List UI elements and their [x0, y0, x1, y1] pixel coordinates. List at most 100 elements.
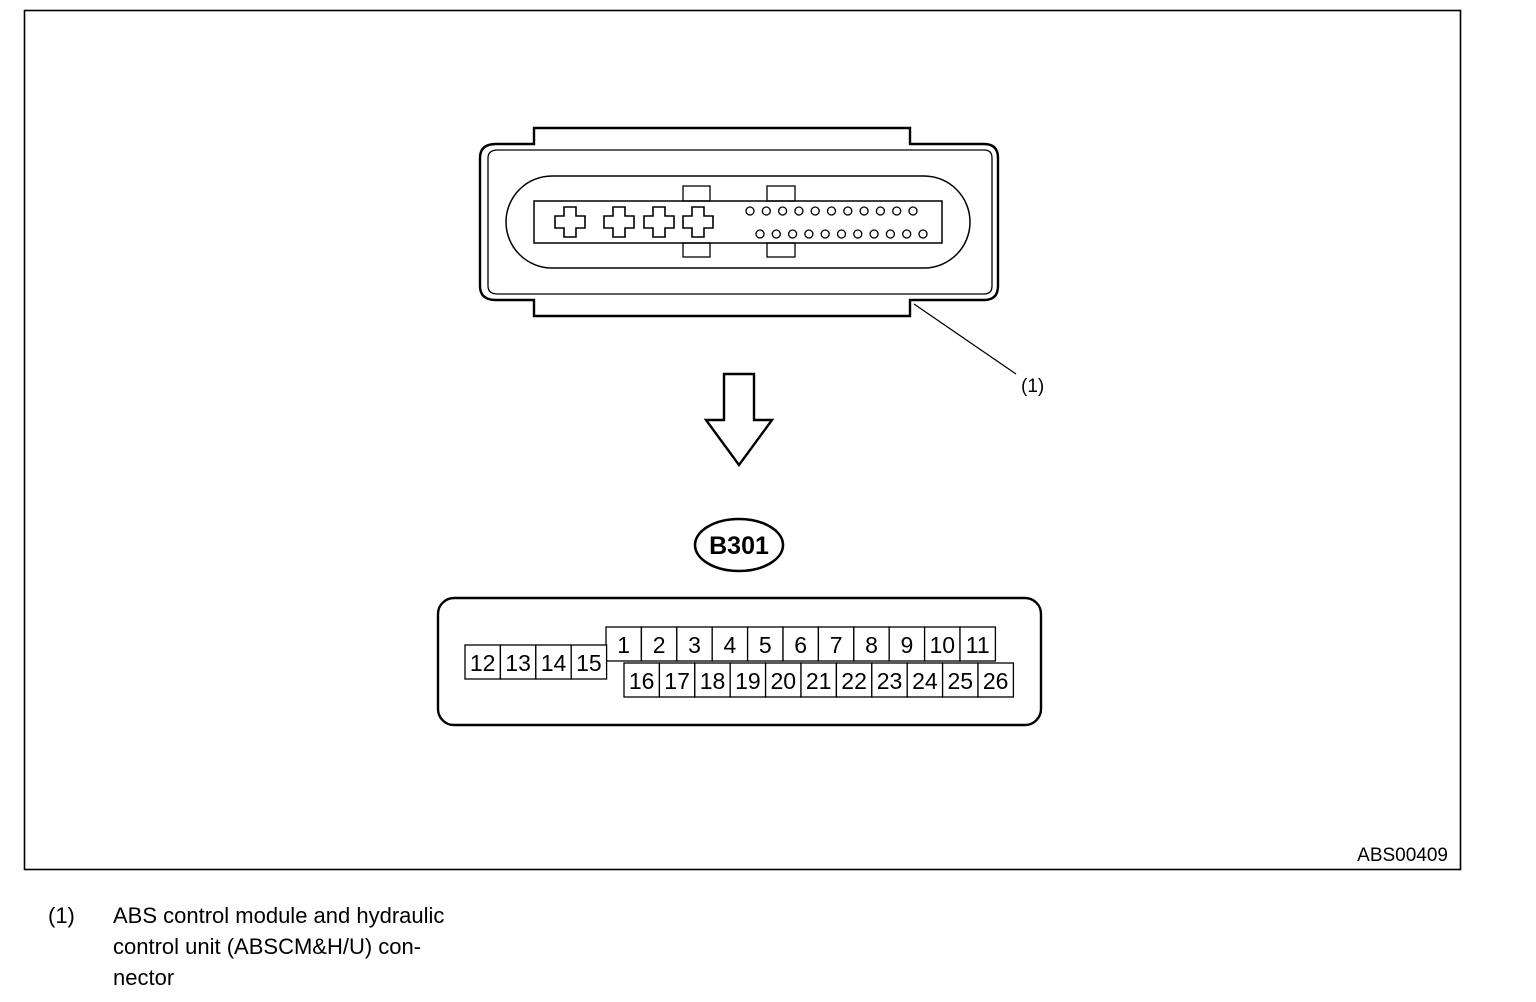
- caption-line: control unit (ABSCM&H/U) con-: [113, 934, 422, 959]
- pin-hole: [755, 229, 765, 239]
- terminal-cell-25: 25: [941, 662, 979, 698]
- terminal-cell-box: [835, 662, 873, 698]
- terminal-cell-7: 7: [817, 626, 855, 662]
- terminal-cell-19: 19: [729, 662, 767, 698]
- terminal-number: 11: [966, 632, 990, 658]
- pin-hole: [892, 206, 902, 216]
- terminal-number: 14: [541, 650, 567, 676]
- terminal-cell-box: [658, 662, 696, 698]
- small-pin-holes: [745, 206, 928, 239]
- pin-hole: [853, 229, 863, 239]
- terminal-cell-box: [676, 626, 713, 662]
- figure-frame: [23, 9, 1462, 871]
- terminal-number: 15: [576, 650, 602, 676]
- locking-tab: [766, 242, 796, 258]
- terminal-cell-box: [570, 644, 608, 680]
- locking-tab: [682, 185, 711, 202]
- terminal-cell-18: 18: [694, 662, 731, 698]
- connector-face-oval: [505, 175, 971, 269]
- terminal-cell-box: [535, 644, 572, 680]
- pin-hole: [777, 206, 788, 216]
- terminal-number: 7: [830, 632, 843, 658]
- terminal-cell-15: 15: [570, 644, 608, 680]
- terminal-number: 21: [806, 668, 832, 694]
- terminal-cell-box: [499, 644, 537, 680]
- terminal-number: 10: [930, 632, 956, 658]
- terminal-cell-8: 8: [853, 626, 890, 662]
- terminal-number: 19: [735, 668, 761, 694]
- terminal-number: 22: [841, 668, 867, 694]
- terminal-cell-2: 2: [640, 626, 678, 662]
- figure-code: ABS00409: [1357, 845, 1448, 866]
- terminal-cell-1: 1: [605, 626, 643, 662]
- terminal-cell-21: 21: [800, 662, 838, 698]
- terminal-cell-26: 26: [977, 662, 1015, 698]
- pin-hole: [761, 206, 771, 216]
- terminal-number: 17: [664, 668, 690, 694]
- terminal-cell-box: [923, 626, 961, 662]
- terminal-cell-box: [959, 626, 997, 662]
- terminal-cell-13: 13: [499, 644, 537, 680]
- terminal-number: 12: [470, 650, 496, 676]
- connector-illustration: [478, 126, 1017, 375]
- pin-hole: [843, 206, 853, 216]
- connector-id: B301: [709, 532, 769, 560]
- pin-hole: [908, 206, 918, 216]
- terminal-cell-box: [711, 626, 749, 662]
- caption-line: nector: [113, 965, 175, 990]
- pin-hole: [771, 229, 781, 239]
- terminal-cell-10: 10: [923, 626, 961, 662]
- large-terminals: [554, 206, 714, 238]
- terminal-number: 3: [688, 632, 701, 658]
- terminal-cell-23: 23: [871, 662, 908, 698]
- pin-hole: [826, 206, 837, 216]
- pin-hole: [836, 229, 847, 239]
- terminal-cell-box: [623, 662, 661, 698]
- callout-leader-line: [913, 303, 1017, 375]
- pin-hole: [902, 229, 912, 239]
- terminal-number: 5: [759, 632, 772, 658]
- terminal-number: 6: [794, 632, 807, 658]
- pin-hole: [745, 206, 755, 216]
- pin-hole: [869, 229, 879, 239]
- large-terminal: [682, 206, 714, 238]
- terminal-cell-box: [782, 626, 820, 662]
- terminal-number: 1: [617, 632, 630, 658]
- locking-tab: [766, 185, 796, 202]
- terminal-cell-box: [871, 662, 908, 698]
- large-terminal: [554, 206, 586, 238]
- locking-tab: [682, 242, 711, 258]
- terminal-number: 9: [901, 632, 914, 658]
- pin-hole: [918, 229, 928, 239]
- terminal-number: 2: [653, 632, 666, 658]
- terminal-number: 16: [629, 668, 655, 694]
- callout-label: (1): [1021, 376, 1044, 397]
- terminal-cell-box: [977, 662, 1015, 698]
- pin-hole: [794, 206, 804, 216]
- terminal-number: 20: [771, 668, 797, 694]
- terminal-cell-6: 6: [782, 626, 820, 662]
- terminal-cell-box: [605, 626, 643, 662]
- caption-number: (1): [48, 903, 75, 928]
- pin-block: [533, 200, 943, 244]
- terminal-layout-frame: [436, 596, 1043, 727]
- pin-hole: [820, 229, 830, 239]
- arrow-down-icon: [703, 372, 775, 468]
- terminal-cell-11: 11: [959, 626, 997, 662]
- pin-hole: [810, 206, 820, 216]
- large-terminal: [603, 206, 635, 238]
- caption-text: ABS control module and hydraulic control…: [113, 900, 533, 993]
- terminal-number: 18: [700, 668, 726, 694]
- terminal-number: 4: [724, 632, 737, 658]
- terminal-cell-4: 4: [711, 626, 749, 662]
- connector-id-oval: [693, 517, 785, 573]
- terminal-cell-14: 14: [535, 644, 572, 680]
- terminal-number: 24: [912, 668, 938, 694]
- terminal-cell-5: 5: [746, 626, 784, 662]
- terminal-cell-3: 3: [676, 626, 713, 662]
- pin-hole: [875, 206, 886, 216]
- pin-hole: [787, 229, 798, 239]
- large-terminal: [643, 206, 675, 238]
